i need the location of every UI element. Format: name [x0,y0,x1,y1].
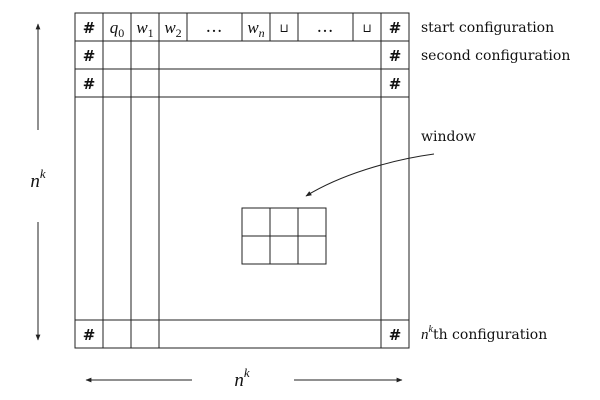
tableau-border [74,12,410,349]
horizontal-dimension-label: nk [234,365,250,391]
second-configuration-label: second configuration [421,48,570,64]
hash-symbol-last-right: # [389,326,402,344]
window-label: window [421,129,476,145]
ellipsis-1: … [206,17,223,37]
hash-symbol-r1-left: # [83,19,96,37]
hash-symbol-r3-right: # [389,75,402,93]
last-configuration-label: nkth configuration [421,324,547,343]
hash-symbol-r2-right: # [389,47,402,65]
tableau-grid [74,12,410,349]
hash-symbol-last-left: # [83,326,96,344]
vertical-dimension-label: nk [30,166,46,192]
window-pointer-arrow [305,153,435,197]
hash-symbol-r3-left: # [83,75,96,93]
hash-symbol-r2-left: # [83,47,96,65]
state-q0: q0 [110,18,125,40]
blank-symbol-2: ⊔ [362,21,371,35]
window-grid [241,207,327,265]
blank-symbol-1: ⊔ [279,21,288,35]
symbol-wn: wn [247,18,264,40]
ellipsis-2: … [317,17,334,37]
start-configuration-label: start configuration [421,20,554,36]
symbol-w2: w2 [164,18,181,40]
symbol-w1: w1 [136,18,153,40]
hash-symbol-r1-right: # [389,19,402,37]
